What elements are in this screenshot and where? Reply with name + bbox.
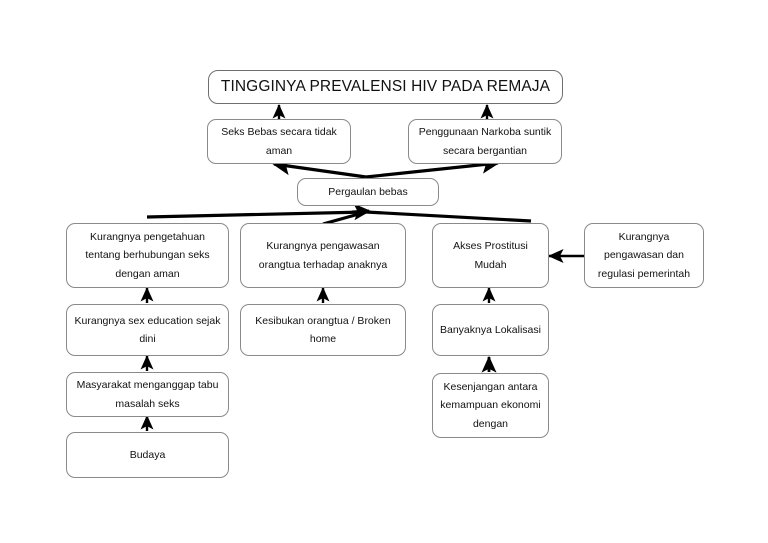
node-banyaknya-lokalisasi-label: Banyaknya Lokalisasi [440,323,541,336]
node-akses-prostitusi[interactable]: Akses Prostitusi Mudah [432,223,549,288]
edge-akses-prostitusi-to-pergaulan [365,210,532,223]
node-seks-bebas[interactable]: Seks Bebas secara tidak aman [207,119,351,164]
node-seks-bebas-label: Seks Bebas secara tidak aman [221,126,337,157]
node-pergaulan-bebas[interactable]: Pergaulan bebas [297,178,439,206]
node-kurangnya-pengawasan-orangtua[interactable]: Kurangnya pengawasan orangtua terhadap a… [240,223,406,288]
node-masyarakat-tabu-label: Masyarakat menganggap tabu masalah seks [76,379,219,410]
node-sex-education[interactable]: Kurangnya sex education sejak dini [66,304,229,356]
node-narkoba-suntik[interactable]: Penggunaan Narkoba suntik secara bergant… [408,119,562,164]
edge-converge-arrowhead [351,203,371,221]
node-budaya[interactable]: Budaya [66,432,229,478]
node-kurangnya-pengetahuan[interactable]: Kurangnya pengetahuan tentang berhubunga… [66,223,229,288]
node-regulasi-pemerintah[interactable]: Kurangnya pengawasan dan regulasi pemeri… [584,223,704,288]
node-kesibukan-orangtua-label: Kesibukan orangtua / Broken home [255,314,391,345]
node-kurangnya-pengetahuan-label: Kurangnya pengetahuan tentang berhubunga… [85,231,210,280]
node-kesibukan-orangtua[interactable]: Kesibukan orangtua / Broken home [240,304,406,356]
node-pergaulan-bebas-label: Pergaulan bebas [328,185,408,198]
edge-pergaulan-to-seks-bebas [272,157,367,179]
node-akses-prostitusi-label: Akses Prostitusi Mudah [453,240,528,271]
node-narkoba-suntik-label: Penggunaan Narkoba suntik secara bergant… [418,126,552,157]
node-root-problem[interactable]: TINGGINYA PREVALENSI HIV PADA REMAJA [208,70,563,104]
edge-pergaulan-to-narkoba [365,155,500,179]
node-kesenjangan-ekonomi[interactable]: Kesenjangan antara kemampuan ekonomi den… [432,373,549,438]
node-budaya-label: Budaya [129,448,166,461]
node-regulasi-pemerintah-label: Kurangnya pengawasan dan regulasi pemeri… [597,231,691,280]
node-root-problem-label: TINGGINYA PREVALENSI HIV PADA REMAJA [220,77,551,95]
node-kurangnya-pengawasan-orangtua-label: Kurangnya pengawasan orangtua terhadap a… [258,240,388,271]
node-banyaknya-lokalisasi[interactable]: Banyaknya Lokalisasi [432,304,549,356]
node-sex-education-label: Kurangnya sex education sejak dini [74,314,221,345]
node-masyarakat-tabu[interactable]: Masyarakat menganggap tabu masalah seks [66,372,229,417]
edge-kurang-pengetahuan-to-pergaulan [146,210,367,219]
node-kesenjangan-ekonomi-label: Kesenjangan antara kemampuan ekonomi den… [440,381,541,430]
